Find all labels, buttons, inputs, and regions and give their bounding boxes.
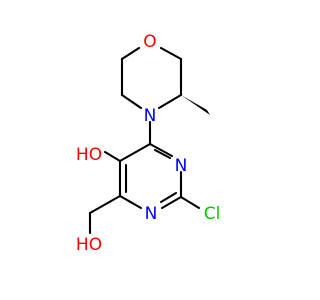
bond-c-o-right (159, 46, 183, 61)
bond-c4-n3-double (153, 148, 172, 160)
atom-chlorine: Cl (204, 204, 221, 224)
bond-c6-ch2 (88, 194, 122, 215)
bond-c2-n1-double (159, 191, 178, 204)
wedge-bond-methyl (181, 95, 210, 115)
atom-hydroxyl-ring: HO (76, 145, 102, 165)
bond-c2-n1 (160, 195, 183, 210)
bond-c4-n3 (148, 142, 174, 158)
molecule-drawing: O N N N Cl HO HO (76, 32, 221, 255)
atom-nitrogen-morpholine: N (144, 106, 157, 126)
bond-o-c-left (120, 46, 141, 61)
structure-canvas: O N N N Cl HO HO (76, 32, 221, 255)
bond-c5-c4 (118, 142, 152, 163)
atom-nitrogen-n1: N (145, 204, 158, 224)
bond-c2-cl (179, 195, 201, 210)
atom-nitrogen-n3: N (175, 156, 188, 176)
atom-oxygen-ring: O (143, 32, 156, 52)
bond-n1-c6 (118, 194, 143, 210)
atom-hydroxyl-methanol: HO (76, 235, 102, 255)
bond-c5-oh (103, 150, 122, 163)
bond-n-c-right (157, 93, 183, 110)
bond-c-n-left (120, 93, 143, 110)
